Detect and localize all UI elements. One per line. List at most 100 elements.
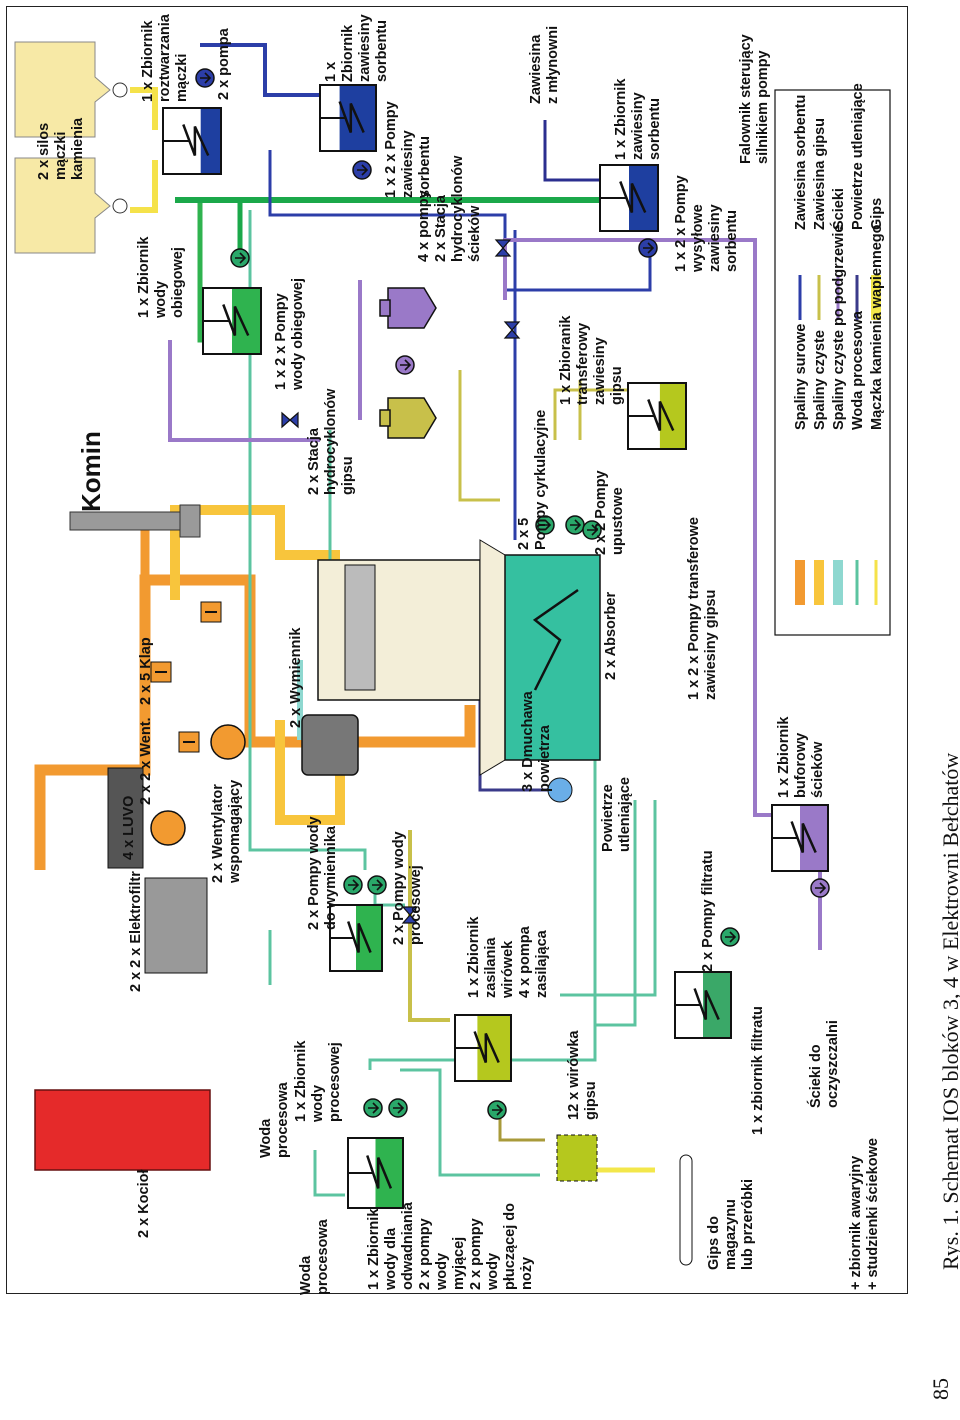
label-transfer-tank-line: gipsu [609, 366, 625, 405]
stack-base [179, 504, 201, 538]
label-limestone-tank-line: mączki [174, 54, 190, 102]
label-hx-pumps-line: 2 x Pompy wody [306, 816, 322, 930]
label-vfd-line: silnikiem pompy [755, 50, 771, 164]
legend-right-1: Zawiesina gipsu [812, 118, 828, 230]
label-transfer-pumps-line: 1 x 2 x Pompy transferowe [686, 517, 702, 700]
label-sorbent-tank-top-line: zawiesiny [357, 14, 373, 82]
label-mill-suspension-line: Zawiesina [528, 34, 544, 104]
pipe-gypsum-4 [458, 370, 500, 502]
limestone-pump [195, 68, 215, 88]
label-mill-suspension-line: z młynowni [545, 26, 561, 104]
buffer-pump [810, 878, 830, 898]
proc-valve [401, 906, 419, 924]
label-sorbent-tank-right-line: 1 x Zbiornik [613, 78, 629, 160]
label-gypsum-store-line: lub przeróbki [740, 1179, 756, 1270]
label-dewater-tank-line: wody [485, 1253, 501, 1291]
label-feed-pumps-line: wysyłowe [690, 204, 706, 273]
figure-caption: Rys. 1. Schemat IOS bloków 3, 4 w Elektr… [938, 753, 960, 1270]
pipe-flue-clean [170, 505, 340, 600]
label-blowers-line: 3 x Dmuchawa [520, 690, 536, 792]
pipe-proc-water-3 [313, 1150, 345, 1197]
label-proc-water-1-line: procesowa [275, 1081, 291, 1158]
label-booster-line: wspomagający [227, 780, 243, 884]
label-dewater-tank-line: 2 x pompy [468, 1218, 484, 1290]
conveyor [679, 1154, 693, 1266]
label-proc-water-1-line: Woda [258, 1118, 274, 1158]
label-blowers-line: powietrza [537, 724, 553, 792]
legend-right-0-line: Zawiesina sorbentu [793, 95, 809, 230]
label-heat-exch: 2 x Wymiennik [288, 627, 304, 728]
legend-left-1: Spaliny czyste [812, 330, 828, 430]
label-centrifuge-tank-line: 1 x Zbiornik [466, 916, 482, 998]
circ-pump-2 [565, 515, 585, 535]
label-circ-pumps-line: 2 x 5 [516, 518, 532, 550]
fan-1 [210, 724, 246, 760]
electrostatic-precipitator [144, 877, 208, 974]
label-proc-water-2-line: Woda [298, 1255, 314, 1295]
pipe-limestone-1 [130, 87, 158, 130]
legend-right-3-line: Powietrze utleniające [850, 83, 866, 230]
label-sorbent-pumps-top-line: 1 x 2 x Pompy [383, 101, 399, 198]
label-circ-water-pumps-line: wody obiegowej [290, 278, 306, 391]
label-filtrate-tank: 1 x zbiornik filtratu [750, 1006, 766, 1135]
damper-1 [200, 601, 222, 623]
label-heat-exch-line: 2 x Wymiennik [288, 627, 304, 728]
centrifuge-tank [454, 1014, 512, 1082]
limestone-tank [162, 107, 222, 175]
centrifuge-pump [487, 1100, 507, 1120]
pipe-flue-to-hx [275, 720, 345, 825]
label-dewater-tank-line: 2 x pompy [417, 1218, 433, 1290]
label-waste-to-plant-line: oczyszczalni [825, 1020, 841, 1108]
label-proc-water-2-line: procesowa [315, 1218, 331, 1295]
buffer-tank [771, 804, 829, 872]
label-silos-line: 2 x silos [36, 123, 52, 180]
label-waste-hydro-line: ścieków [467, 205, 483, 262]
label-circ-water-pumps-line: 1 x 2 x Pompy [273, 293, 289, 390]
label-centrifuges-line: 12 x wirówka [566, 1030, 582, 1120]
label-proc-pumps-line: 2 x Pompy wody [391, 831, 407, 945]
pipe-filtrate-2 [560, 800, 657, 997]
label-limestone-tank-line: 1 x Zbiornik [140, 20, 156, 102]
label-luvo: 4 x LUVO [121, 796, 137, 860]
label-transfer-tank-line: 1 x Zbioranik [558, 315, 574, 405]
pipe-sorbent-1 [200, 43, 320, 97]
label-pump-2x: 2 x pompa [216, 27, 232, 100]
feed-pump [638, 238, 658, 258]
diagram-frame [6, 6, 908, 1294]
label-footnote-line: + studzienki ściekowe [865, 1138, 881, 1290]
legend-left-4-line: Mączka kamienia wapiennego [869, 224, 885, 430]
label-gyp-hydro-line: gipsu [340, 456, 356, 495]
gyp-hydrocyclone [379, 397, 437, 439]
label-proc-water-tank-line: wody [310, 1085, 326, 1123]
pipe-proc-water-1 [248, 210, 367, 870]
label-drain-pumps-line: upustowe [610, 487, 626, 555]
label-klap-line: 2 x 5 Klap [138, 637, 154, 705]
caption-text: Rys. 1. Schemat IOS bloków 3, 4 w Elektr… [938, 753, 960, 1270]
label-fans: 2 x 2 x Went. [138, 717, 154, 805]
sorbent-tank-top [319, 84, 377, 152]
legend [774, 89, 891, 636]
label-buffer-tank-line: buforowy [793, 733, 809, 798]
label-transfer-pumps-line: zawiesiny gipsu [703, 590, 719, 700]
label-fans-line: 2 x 2 x Went. [138, 717, 154, 805]
circ-water-valve [281, 411, 299, 429]
label-gypsum-store-line: magazynu [723, 1199, 739, 1270]
label-absorber-line: 2 x Absorber [603, 592, 619, 680]
label-ox-air-line: Powietrze [600, 784, 616, 852]
silo-1 [14, 41, 128, 138]
legend-left-0-line: Spaliny surowe [793, 324, 809, 430]
legend-left-1-line: Spaliny czyste [812, 330, 828, 430]
filtrate-tank [674, 971, 732, 1039]
label-luvo-line: 4 x LUVO [121, 796, 137, 860]
legend-right-1-line: Zawiesina gipsu [812, 118, 828, 230]
